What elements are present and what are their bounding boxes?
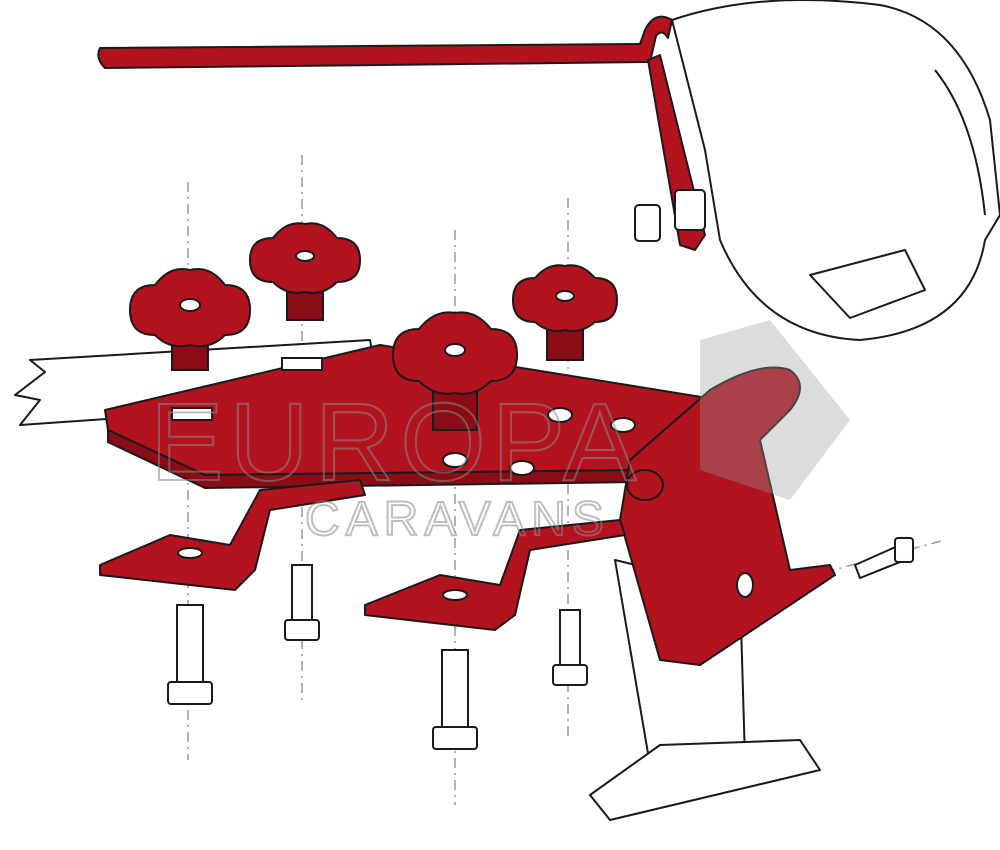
z-brackets xyxy=(99,479,626,631)
hex-nut xyxy=(674,189,706,231)
hinge-bracket xyxy=(619,366,914,666)
star-knob xyxy=(392,311,518,431)
bolt xyxy=(167,604,213,705)
bolts xyxy=(167,564,588,750)
awning-rail xyxy=(97,15,673,69)
star-knobs xyxy=(129,222,618,431)
star-knob xyxy=(512,264,618,361)
bolt xyxy=(432,649,478,750)
bolt xyxy=(552,609,588,686)
slot xyxy=(171,407,213,421)
watermark-line2: CARAVANS xyxy=(305,493,610,546)
bolt xyxy=(284,564,320,641)
europa-caravans-watermark: EUROPA CARAVANS xyxy=(149,320,850,547)
awning-housing xyxy=(634,0,1000,341)
star-knob xyxy=(249,222,361,321)
star-knob xyxy=(129,268,251,371)
watermark-line1: EUROPA xyxy=(150,381,642,504)
hex-nut xyxy=(634,204,661,242)
slot xyxy=(281,357,323,371)
